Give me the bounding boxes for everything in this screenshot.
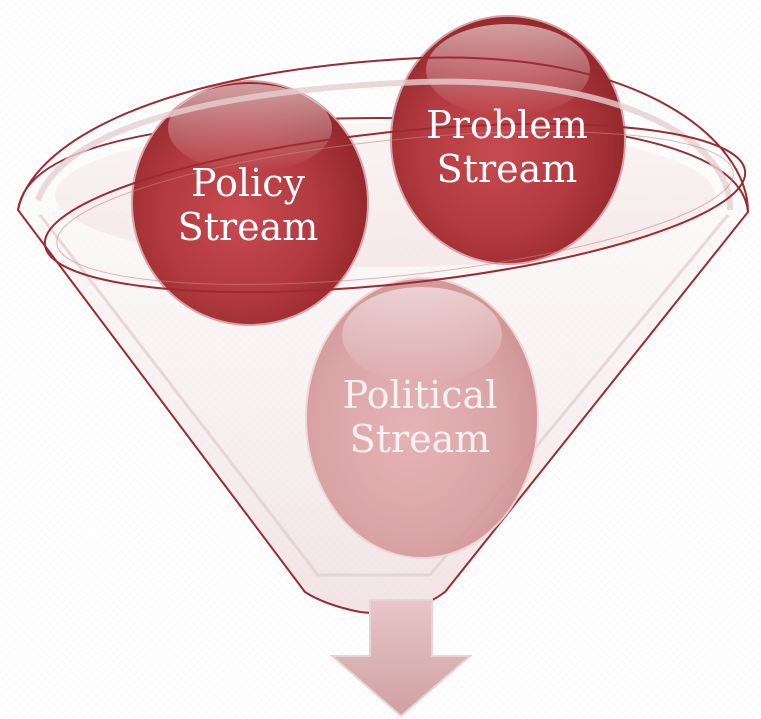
problem-stream-label: Problem Stream [426, 103, 588, 191]
funnel-inner-shade [38, 214, 730, 577]
funnel-rim-band [35, 78, 734, 211]
political-stream-label: Political Stream [342, 373, 498, 461]
problem-stream-circle [390, 15, 626, 265]
down-arrow [329, 599, 473, 718]
policy-stream-label: Policy Stream [177, 161, 319, 249]
funnel-mouth-ellipse [43, 122, 747, 294]
political-stream-circle [305, 277, 539, 559]
funnel-mouth-inner-ellipse [56, 131, 734, 285]
funnel-rim-outer [17, 56, 749, 213]
